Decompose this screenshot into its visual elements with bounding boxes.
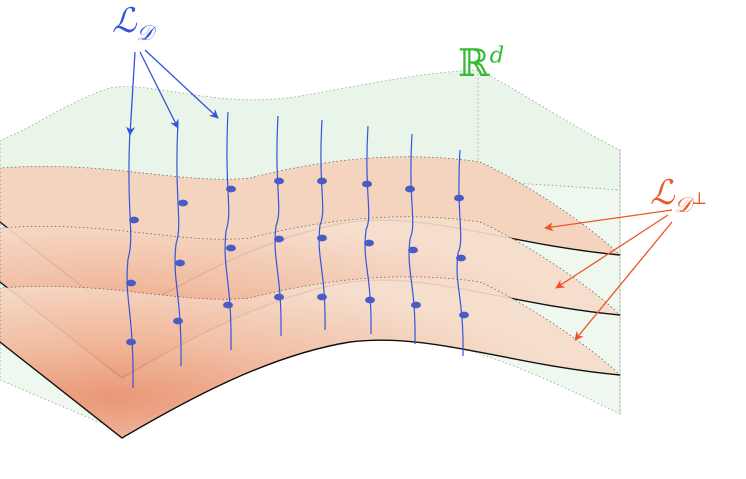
intersection-point [274, 177, 284, 185]
intersection-point [126, 338, 136, 346]
intersection-point [454, 194, 464, 202]
orthogonal-arrow [555, 214, 669, 289]
leaves-arrow [139, 51, 179, 129]
intersection-point [317, 177, 327, 185]
sheet-front-edge [0, 339, 621, 439]
orthogonal-arrow [544, 209, 673, 232]
intersection-point [459, 311, 469, 319]
intersection-point [408, 246, 418, 254]
intersection-point [405, 185, 415, 193]
intersection-point [317, 293, 327, 301]
d-leaf-curve [224, 111, 232, 351]
ambient-label-main: ℝ [458, 41, 490, 85]
ambient-space-label: ℝd [458, 44, 504, 82]
d-leaf-curve [318, 119, 326, 331]
intersection-point [274, 235, 284, 243]
intersection-point [173, 317, 183, 325]
d-leaf-curve [174, 121, 182, 367]
d-leaf-curve [408, 133, 416, 345]
orthogonal-arrows [544, 209, 673, 341]
intersection-point [365, 296, 375, 304]
orthogonal-label-main: ℒ [650, 173, 675, 213]
intersection-point [317, 234, 327, 242]
intersection-point [226, 244, 236, 252]
intersection-point [178, 199, 188, 207]
leaves-label-sub: 𝒟 [136, 19, 154, 45]
leaves-arrow [125, 51, 136, 136]
intersection-point [129, 216, 139, 224]
intersection-point [126, 279, 136, 287]
intersection-point [175, 259, 185, 267]
orthogonal-leaves [0, 156, 621, 439]
leaves-arrows [125, 49, 219, 136]
intersection-point [456, 254, 466, 262]
intersection-point [364, 239, 374, 247]
intersection-point [362, 180, 372, 188]
orthogonal-leaves-label: ℒ𝒟⊥ [650, 176, 707, 215]
intersection-point [226, 185, 236, 193]
orthogonal-label-sub: 𝒟⊥ [674, 189, 708, 217]
leaves-label: ℒ𝒟 [112, 4, 153, 43]
leaves-arrow [144, 49, 219, 119]
d-leaf-curve [126, 129, 134, 389]
intersection-point [411, 301, 421, 309]
intersection-points [126, 177, 469, 346]
orthogonal-arrow [574, 221, 673, 341]
orthogonal-label-sub-letter: 𝒟 [674, 191, 692, 217]
ambient-label-sup: d [489, 42, 505, 69]
intersection-point [223, 301, 233, 309]
orthogonal-label-perp: ⊥ [691, 187, 708, 208]
d-leaf-curve [274, 115, 282, 337]
intersection-point [274, 293, 284, 301]
d-leaf-curve [364, 125, 372, 335]
leaves-label-main: ℒ [112, 1, 137, 41]
